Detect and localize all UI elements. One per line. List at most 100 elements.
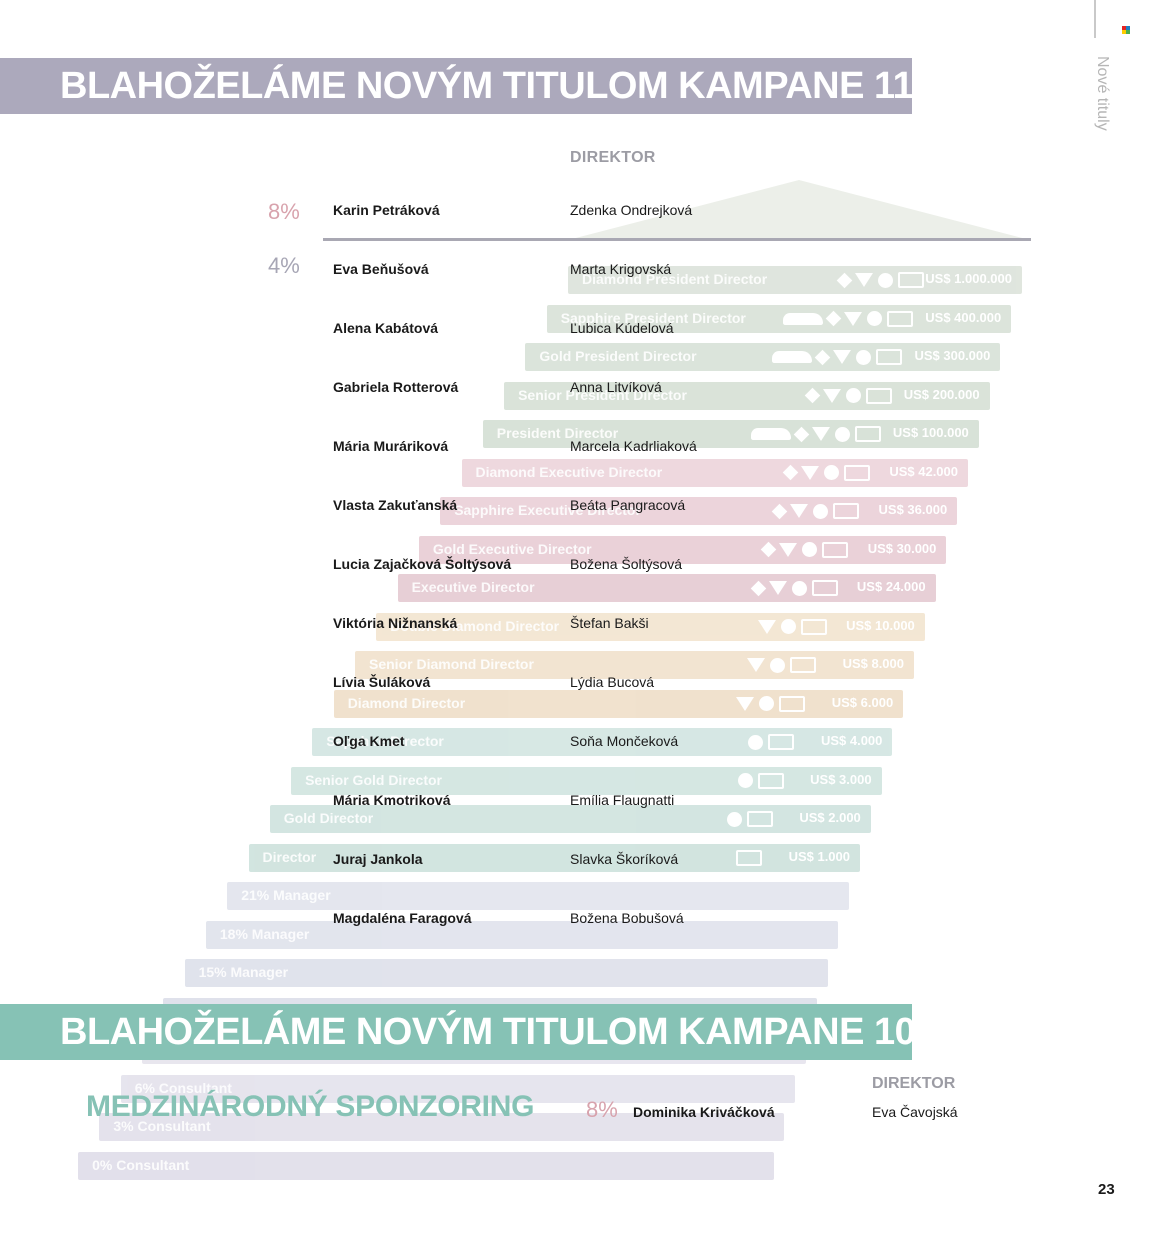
international-direktor-header: DIREKTOR	[872, 1075, 956, 1092]
step-reward-icons	[750, 579, 838, 597]
circle-icon	[759, 696, 775, 711]
step-income: US$ 3.000	[810, 771, 872, 787]
new-title-name: Lívia Šuláková	[333, 674, 431, 690]
gem-icon	[801, 465, 819, 480]
list-item: Alena Kabátová Ľubica Kúdelová	[333, 320, 893, 342]
side-section-label: Nové tituly	[1094, 56, 1111, 131]
card-icon	[898, 272, 924, 288]
gem-icon	[779, 542, 798, 557]
director-name: Božena Šoltýsová	[570, 556, 683, 572]
new-title-name: Alena Kabátová	[333, 320, 439, 336]
circle-icon	[856, 349, 872, 365]
new-title-name: Lucia Zajačková Šoltýsová	[333, 556, 512, 572]
list-item: Magdaléna Faragová Božena Bobušová	[333, 910, 893, 932]
new-title-name: Vlasta Zakuťanská	[333, 497, 458, 513]
step-title: 15% Manager	[198, 964, 289, 980]
staircase-step: Executive Director US$ 24.000	[397, 574, 936, 602]
list-item: Vlasta Zakuťanská Beáta Pangracová	[333, 497, 893, 519]
staircase-step: 21% Manager	[227, 882, 850, 910]
step-title: Gold Executive Director	[432, 540, 592, 557]
step-income: US$ 42.000	[889, 463, 958, 479]
step-income: US$ 1.000.000	[925, 271, 1012, 286]
staircase-step: 15% Manager	[184, 959, 828, 987]
new-title-name: Magdaléna Faragová	[333, 910, 472, 926]
circle-icon	[770, 657, 785, 673]
director-name: Lýdia Bucová	[570, 674, 655, 690]
new-title-name: Oľga Kmet	[333, 733, 405, 749]
gem-icon	[768, 581, 787, 595]
director-name: Marcela Kadrliaková	[570, 438, 697, 454]
new-title-name: Mária Kmotriková	[333, 792, 451, 808]
card-icon	[876, 349, 903, 365]
card-icon	[779, 695, 806, 712]
international-name: Dominika Kriváčková	[633, 1104, 775, 1120]
step-income: US$ 6.000	[831, 694, 894, 710]
new-title-name: Viktória Nižnanská	[333, 615, 458, 631]
new-title-name: Juraj Jankola	[333, 851, 423, 867]
color-dot	[1122, 26, 1126, 30]
staircase-step: Diamond Executive Director US$ 42.000	[461, 458, 968, 487]
color-dot	[1126, 26, 1130, 30]
step-reward-icons	[782, 464, 870, 482]
director-name: Emília Flaugnatti	[570, 792, 675, 808]
step-title: Diamond Director	[347, 694, 466, 711]
card-icon	[790, 657, 816, 673]
step-income: US$ 100.000	[892, 425, 969, 440]
diamond-icon	[761, 541, 777, 558]
international-percent: 8%	[586, 1097, 618, 1122]
gem-icon	[747, 658, 765, 672]
new-title-name: Karin Petráková	[333, 202, 440, 218]
list-item: Lívia Šuláková Lýdia Bucová	[333, 674, 893, 696]
banner-campaign-11: BLAHOŽELÁME NOVÝM TITULOM KAMPANE 11	[0, 58, 914, 114]
list-item: Mária Kmotriková Emília Flaugnatti	[333, 792, 893, 814]
step-income: US$ 24.000	[856, 579, 926, 594]
step-income: US$ 8.000	[842, 656, 904, 671]
top-divider	[1094, 0, 1096, 38]
circle-icon	[737, 773, 753, 788]
list-item: Eva Beňušová Marta Krigovská	[333, 261, 893, 283]
step-title: Diamond Executive Director	[475, 463, 663, 480]
step-title: 18% Manager	[219, 925, 310, 942]
car-icon	[772, 351, 813, 363]
staircase-step: Gold President Director US$ 300.000	[525, 343, 1001, 371]
new-title-name: Eva Beňušová	[333, 261, 429, 277]
gem-icon	[833, 350, 852, 364]
step-income: US$ 200.000	[903, 386, 980, 402]
step-title: Senior Diamond Director	[369, 656, 534, 672]
step-income: US$ 400.000	[925, 309, 1002, 325]
list-item: Lucia Zajačková Šoltýsová Božena Šoltýsov…	[333, 556, 893, 578]
step-reward-icons	[772, 348, 903, 366]
direktor-column-header: DIREKTOR	[570, 149, 656, 166]
director-name: Beáta Pangracová	[570, 497, 686, 513]
percent-4-label: 4%	[268, 253, 300, 278]
gem-icon	[736, 696, 755, 711]
list-item: Oľga Kmet Soňa Mončeková	[333, 733, 893, 755]
circle-icon	[802, 542, 818, 557]
percent-8-label: 8%	[268, 199, 300, 224]
director-name: Ľubica Kúdelová	[570, 320, 674, 336]
step-title: Gold President Director	[539, 348, 697, 364]
banner-campaign-10: BLAHOŽELÁME NOVÝM TITULOM KAMPANE 10	[0, 1004, 916, 1060]
director-name: Anna Litvíková	[570, 379, 662, 395]
circle-icon	[791, 580, 807, 596]
diamond-icon	[750, 580, 766, 596]
director-name: Soňa Mončeková	[570, 733, 679, 749]
page-number: 23	[1098, 1181, 1115, 1198]
step-reward-icons	[736, 695, 806, 713]
card-icon	[757, 772, 784, 789]
step-income: US$ 300.000	[914, 348, 991, 363]
list-item: Mária Muráriková Marcela Kadrliaková	[333, 438, 893, 460]
director-name: Božena Bobušová	[570, 910, 684, 926]
step-title: Executive Director	[411, 579, 535, 595]
step-title: Director	[262, 848, 317, 865]
international-sponsoring-title: MEDZINÁRODNÝ SPONZORING	[86, 1090, 535, 1123]
new-title-name: Mária Muráriková	[333, 438, 449, 454]
director-name: Marta Krigovská	[570, 261, 672, 277]
step-income: US$ 30.000	[867, 540, 937, 556]
percent-divider-line	[323, 238, 1031, 241]
